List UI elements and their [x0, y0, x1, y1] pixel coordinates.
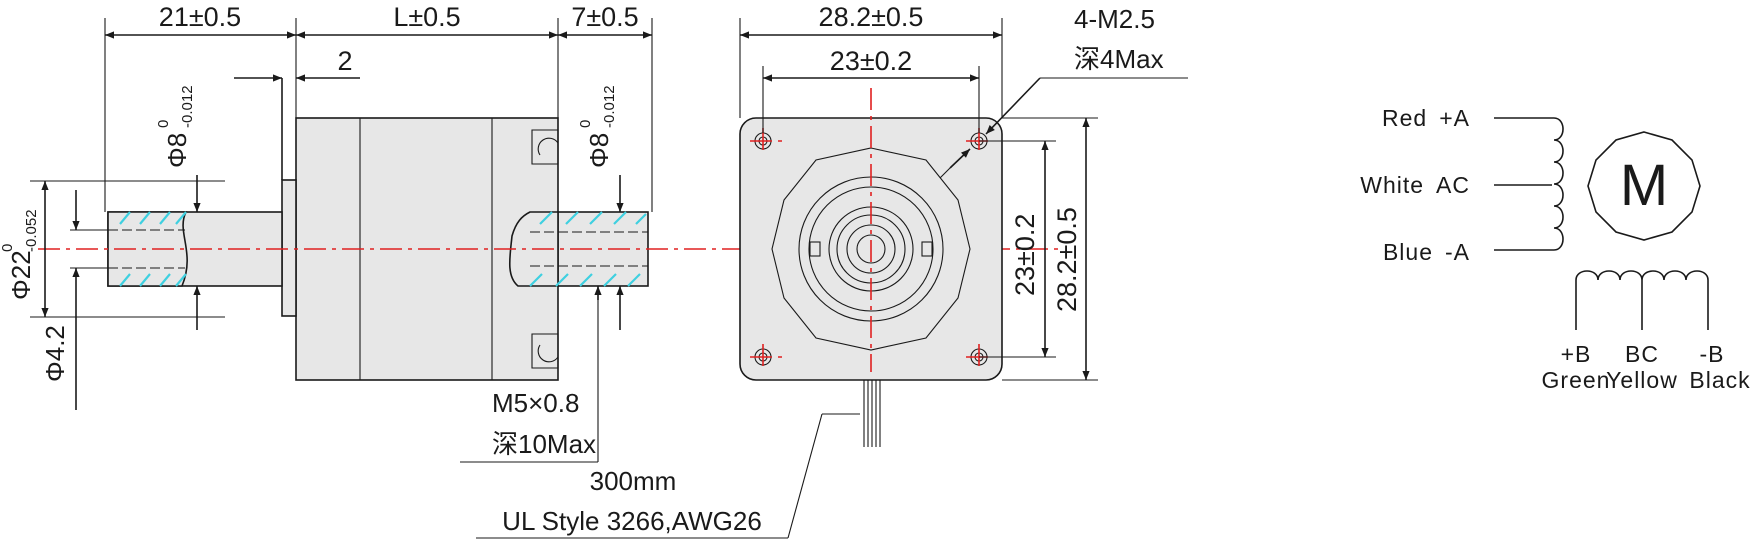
dim-outer-width: 28.2±0.5 — [819, 2, 924, 32]
dim-body-length: L±0.5 — [393, 2, 460, 32]
cable-length: 300mm — [590, 466, 677, 496]
dim-front-shaft-dia: Φ8 — [162, 133, 192, 168]
dim-boss-length: 2 — [337, 46, 352, 76]
dim-rear-shaft-length: 7±0.5 — [571, 2, 638, 32]
dim-outer-height: 28.2±0.5 — [1052, 207, 1082, 312]
lead-blue-label: Blue-A — [1383, 239, 1470, 265]
mount-holes-spec: 4-M2.5 — [1074, 4, 1155, 34]
dim-hole-spacing-h: 23±0.2 — [830, 46, 912, 76]
thread-spec: M5×0.8 — [492, 388, 579, 418]
dim-hole-spacing-v: 23±0.2 — [1010, 214, 1040, 296]
dim-hole-dia: Φ4.2 — [40, 325, 70, 382]
cable-spec: UL Style 3266,AWG26 — [502, 506, 762, 536]
thread-depth: 深10Max — [492, 429, 596, 459]
front-hole-hatch — [119, 211, 187, 287]
dim-shaft-length: 21±0.5 — [159, 2, 241, 32]
rear-hole-hatch — [529, 211, 647, 287]
mount-holes-depth: 深4Max — [1074, 44, 1164, 74]
lead-plus-b-signal: +B — [1561, 341, 1592, 367]
dim-boss-dia: Φ22 — [6, 250, 36, 300]
lead-green-color: Green — [1542, 367, 1611, 393]
front-view: 300mm UL Style 3266,AWG26 28.2±0.5 23±0.… — [476, 2, 1188, 539]
dim-boss-dia-sup: 0 — [0, 244, 16, 252]
lead-bc-signal: BC — [1625, 341, 1659, 367]
motor-symbol-label: M — [1620, 153, 1668, 218]
cable — [476, 380, 881, 539]
dim-front-shaft-dia-sub: -0.012 — [179, 85, 196, 128]
side-view: 21±0.5 L±0.5 7±0.5 2 Φ8 0 -0.012 Φ8 0 -0… — [0, 2, 1060, 463]
dim-rear-shaft-dia-sup: 0 — [577, 120, 594, 128]
dim-rear-shaft-dia: Φ8 — [584, 133, 614, 168]
motor-symbol — [1587, 131, 1701, 241]
dim-front-shaft-dia-sup: 0 — [155, 120, 172, 128]
mounting-boss — [281, 179, 297, 317]
lead-red-label: Red+A — [1382, 105, 1470, 131]
dim-rear-shaft-dia-sub: -0.012 — [601, 85, 618, 128]
lead-minus-b-signal: -B — [1700, 341, 1725, 367]
lead-yellow-color: Yellow — [1606, 367, 1678, 393]
lead-black-color: Black — [1689, 367, 1750, 393]
dim-boss-dia-sub: -0.052 — [23, 209, 40, 252]
